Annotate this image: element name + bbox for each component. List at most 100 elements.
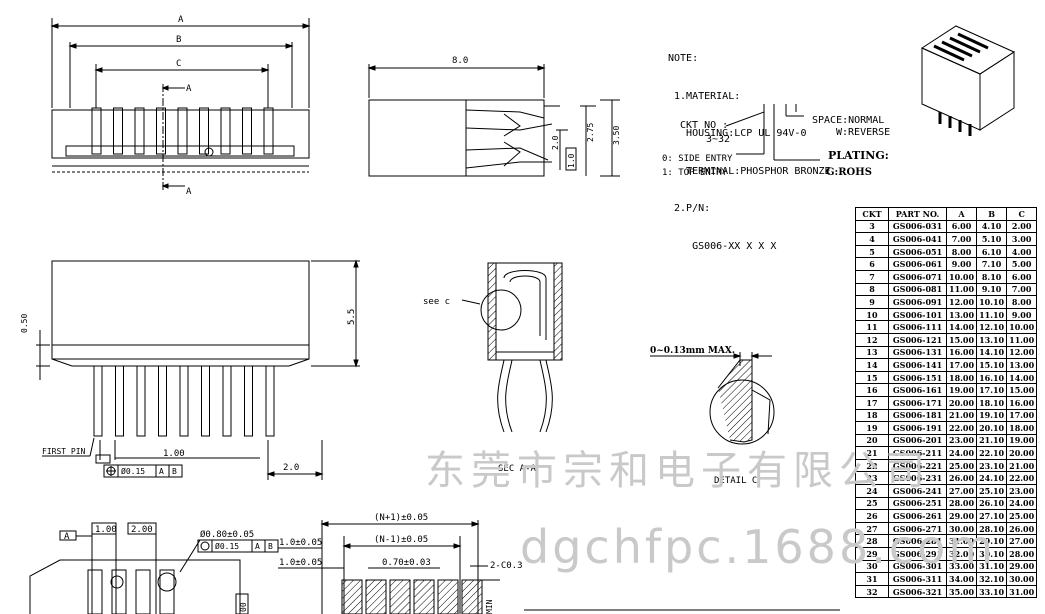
table-cell: 19 [855,421,889,435]
table-cell: 9.10 [976,282,1008,297]
table-cell: 31.10 [976,559,1008,574]
pin [136,365,146,437]
table-cell: 23.00 [1006,484,1038,498]
col-header: PART NO. [888,207,947,221]
table-cell: 17.00 [1006,408,1038,423]
table-cell: 12.00 [1006,345,1038,360]
table-cell: 10.00 [1006,320,1038,334]
table-cell: 6 [855,257,889,271]
table-cell: 11.10 [976,307,1008,322]
table-cell: GS006-181 [888,408,947,423]
table-cell: 30 [855,559,889,574]
table-cell: GS006-271 [888,521,947,536]
slot [156,107,166,155]
slot [220,107,231,155]
table-cell: 18.00 [1006,421,1038,435]
table-cell: 10 [855,307,889,322]
table-cell: 34.00 [945,572,978,586]
table-cell: 33.00 [945,559,978,574]
table-cell: 14 [855,358,889,372]
section-a-bottom: A [186,187,192,197]
bl-d2: 2.00 [131,525,153,535]
table-cell: 26.00 [945,471,978,486]
table-cell: 17 [855,395,889,410]
table-cell: 7.10 [976,257,1008,271]
table-cell: GS006-091 [888,295,947,309]
table-cell: GS006-131 [888,345,947,360]
table-cell: 3 [855,219,889,234]
table-cell: GS006-111 [888,320,947,334]
table-cell: 14.10 [976,345,1008,360]
table-cell: 14.00 [1006,370,1038,385]
table-cell: GS006-321 [888,584,947,599]
pin [93,365,103,437]
pin [158,365,167,437]
table-cell: 13.00 [1006,358,1038,372]
table-cell: GS006-231 [888,471,947,486]
table-cell: 15.10 [976,358,1008,372]
table-cell: 24.10 [976,471,1008,486]
table-cell: GS006-171 [888,395,947,410]
space-label-2: W:REVERSE [836,127,891,138]
table-cell: 15 [855,370,889,385]
table-cell: 24.00 [1006,496,1038,511]
table-cell: 27.10 [976,509,1008,523]
table-cell: 9.00 [1006,307,1038,322]
bl-side: 00 [239,602,248,612]
table-cell: GS006-071 [888,269,947,284]
dim-a-label: A [178,15,184,25]
entry-top: 1: TOP ENTRY [662,168,728,178]
section-label: SEC A-A [498,464,537,474]
table-cell: 27.00 [1006,534,1038,549]
table-cell: 10.00 [945,269,978,284]
table-cell: 5.10 [976,232,1008,246]
table-cell: 5.00 [1006,257,1038,271]
table-cell: 29.10 [976,534,1008,549]
bm-chamfer: 2-C0.3 [490,561,523,571]
table-cell: 30.00 [1006,572,1038,586]
table-cell: 27.00 [945,484,978,498]
table-cell: 7.00 [945,232,978,246]
col-header: C [1006,207,1038,221]
table-cell: 17.10 [976,383,1008,397]
note-line: HOUSING:LCP UL 94V-0 [668,128,807,139]
table-cell: 16.00 [1006,395,1038,410]
table-header-row: CKT PART NO. A B C [855,207,1038,221]
table-cell: 15.00 [945,332,978,347]
table-cell: 18 [855,408,889,423]
table-cell: GS006-081 [888,282,947,297]
table-cell: GS006-061 [888,257,947,271]
table-cell: 4 [855,232,889,246]
bl-a: A [255,542,260,551]
table-cell: 23.00 [945,433,978,448]
table-cell: 28 [855,534,889,549]
note-line: NOTE: [668,53,699,64]
table-cell: 25.10 [976,484,1008,498]
bm-nminus: (N-1)±0.05 [374,535,428,545]
table-cell: 8.00 [945,244,978,259]
table-cell: 29.00 [1006,559,1038,574]
table-cell: 2.00 [1006,219,1038,234]
table-cell: GS006-281 [888,534,947,549]
table-cell: 11.00 [945,282,978,297]
bm-pitch: 0.70±0.03 [382,558,431,568]
pad [461,579,483,614]
bl-hole: Ø0.80±0.05 [200,529,254,540]
table-cell: 14.00 [945,320,978,334]
